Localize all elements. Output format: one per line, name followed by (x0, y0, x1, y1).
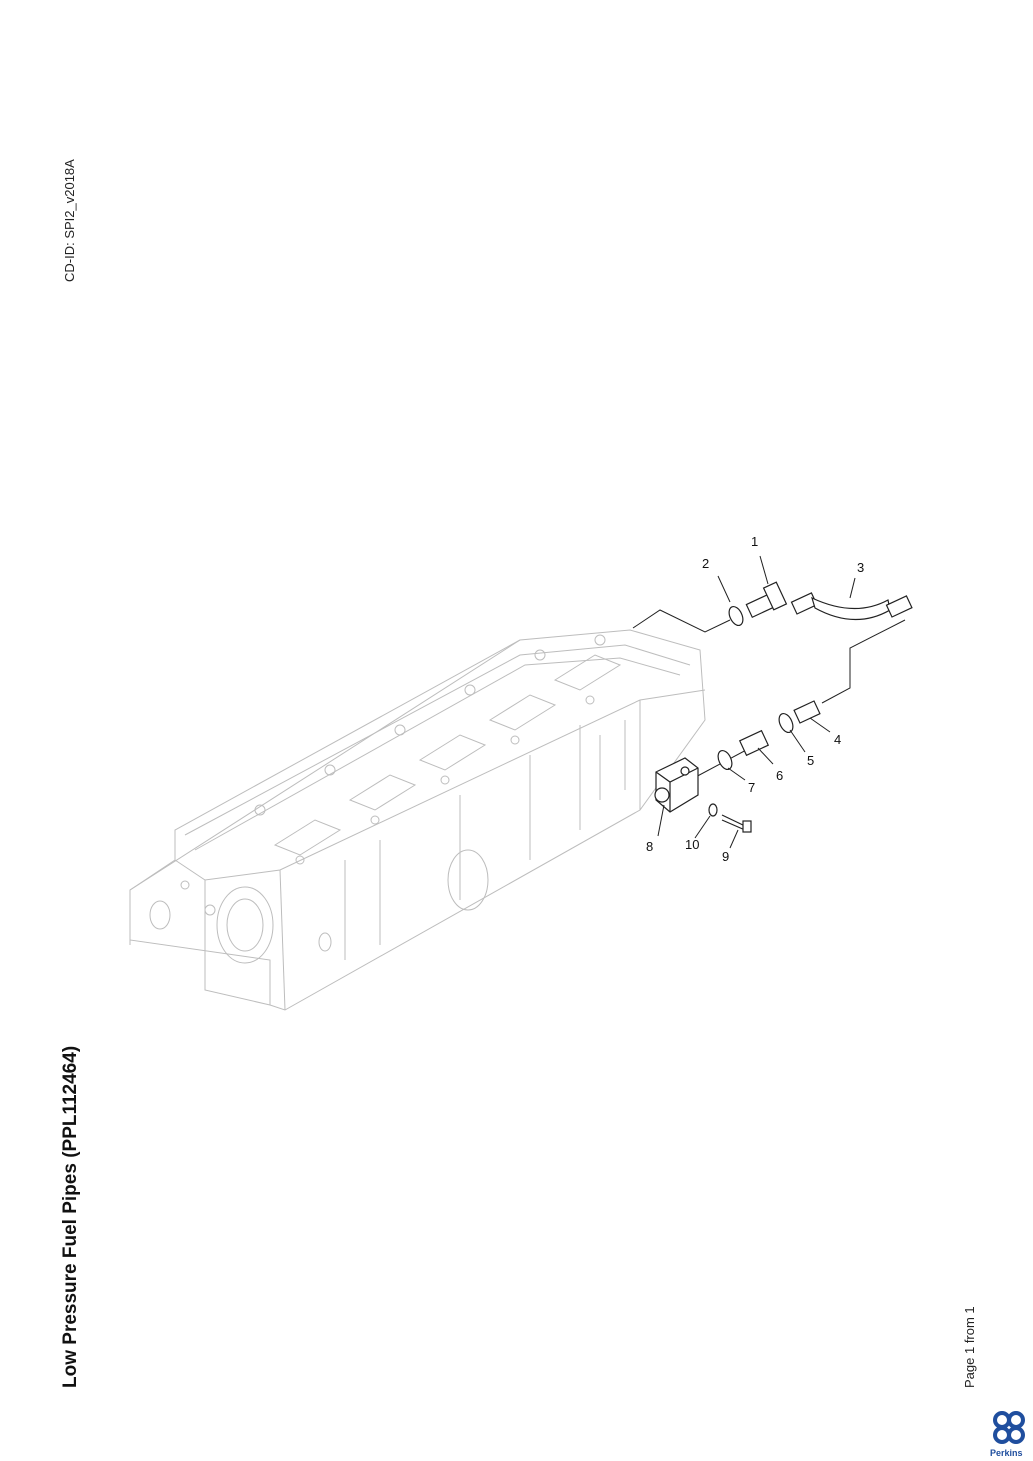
part-10-washer (708, 803, 718, 817)
callout-3: 3 (857, 560, 864, 575)
callout-1: 1 (751, 534, 758, 549)
callout-4: 4 (834, 732, 841, 747)
brand-label: Perkins (990, 1448, 1023, 1458)
cylinder-head-drawing (129, 629, 706, 1011)
callout-7: 7 (748, 780, 755, 795)
callout-2: 2 (702, 556, 709, 571)
perkins-logo-icon (993, 1411, 1025, 1444)
leader-lines (657, 555, 856, 849)
part-3-fuel-pipe (790, 592, 913, 621)
callout-9: 9 (722, 849, 729, 864)
pipe-route-line-lower (821, 619, 906, 704)
part-7-o-ring (717, 749, 733, 771)
part-1-elbow-adaptor (745, 581, 788, 619)
part-5-o-ring (778, 712, 794, 734)
part-2-o-ring (728, 605, 744, 627)
part-8-block (654, 757, 699, 813)
part-6-connector (738, 729, 770, 757)
part-4-adaptor (793, 700, 821, 724)
part-9-bolt (721, 814, 752, 833)
callout-10: 10 (685, 837, 699, 852)
callout-8: 8 (646, 839, 653, 854)
callout-6: 6 (776, 768, 783, 783)
callout-5: 5 (807, 753, 814, 768)
pipe-route-line-upper (632, 609, 731, 633)
